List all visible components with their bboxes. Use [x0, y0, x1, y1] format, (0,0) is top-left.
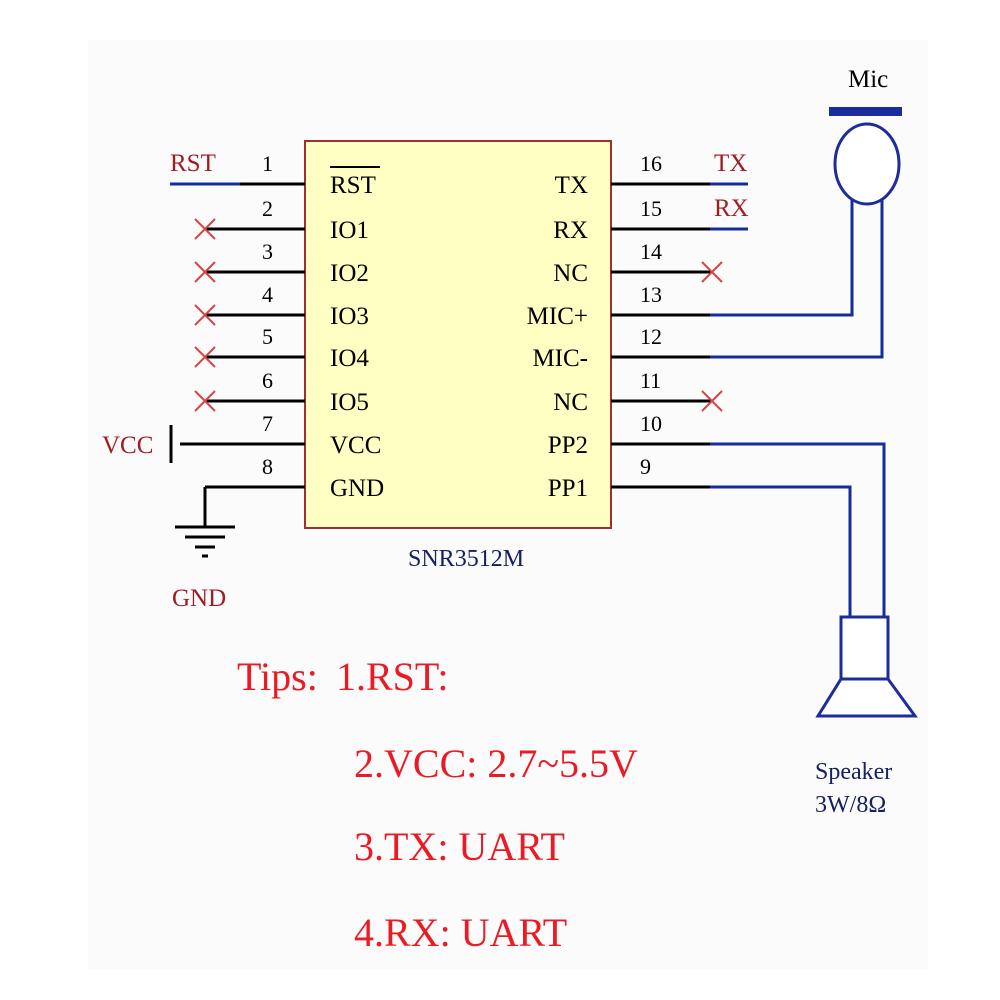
- right-pin-numbers: 16 15 14 13 12 11 10 9: [640, 151, 662, 479]
- chip-part-number: SNR3512M: [408, 546, 524, 572]
- pin-name: NC: [553, 260, 588, 287]
- tip-item: 4.RX: UART: [354, 910, 567, 955]
- pin-name: IO4: [330, 345, 369, 372]
- speaker-symbol: [815, 615, 918, 718]
- pp1-net: [710, 485, 852, 617]
- pin-number: 16: [640, 151, 662, 176]
- pin-number: 9: [640, 454, 651, 479]
- tips-section: Tips: 1.RST: 2.VCC: 2.7~5.5V 3.TX: UART …: [237, 654, 638, 955]
- left-pin-numbers: 1 2 3 4 5 6 7 8: [262, 151, 273, 479]
- speaker-rating: 3W/8Ω: [815, 792, 886, 818]
- pin-name: IO5: [330, 389, 369, 416]
- pin-number: 5: [262, 324, 273, 349]
- pin-name: RX: [553, 217, 588, 244]
- pin-name: GND: [330, 475, 384, 502]
- tip-item: 3.TX: UART: [354, 824, 565, 869]
- no-connect-io3: [194, 304, 216, 326]
- pin-name: IO1: [330, 217, 369, 244]
- pin-number: 4: [262, 282, 273, 307]
- no-connect-io4: [194, 346, 216, 368]
- no-connect-io5: [194, 390, 216, 412]
- no-connect-pin11: [701, 390, 723, 412]
- pin-number: 1: [262, 151, 273, 176]
- right-pin-wires: [611, 182, 712, 489]
- mic-top-bar: [829, 107, 902, 116]
- tip-item: 2.VCC: 2.7~5.5V: [354, 741, 638, 786]
- tips-title: Tips:: [237, 654, 318, 699]
- pin-number: 2: [262, 196, 273, 221]
- right-pin-names: TX RX NC MIC+ MIC- NC PP2 PP1: [527, 172, 588, 502]
- pin-number: 10: [640, 411, 662, 436]
- speaker-cone: [815, 677, 918, 718]
- rx-net-label: RX: [714, 195, 749, 222]
- pin-name: PP1: [548, 475, 588, 502]
- pin-number: 3: [262, 239, 273, 264]
- pin-name: IO3: [330, 303, 369, 330]
- mic-capsule: [833, 122, 901, 206]
- gnd-symbol: [175, 487, 235, 558]
- pin-name: NC: [553, 389, 588, 416]
- gnd-net-label: GND: [172, 585, 226, 612]
- pin-name: RST: [330, 172, 376, 199]
- no-connect-io2: [194, 261, 216, 283]
- pin-number: 13: [640, 282, 662, 307]
- pin-number: 7: [262, 411, 273, 436]
- pin-name: IO2: [330, 260, 369, 287]
- no-connect-pin14: [701, 261, 723, 283]
- microphone-symbol: [829, 107, 902, 206]
- pin-number: 12: [640, 324, 662, 349]
- speaker-label: Speaker: [815, 759, 892, 785]
- pin-name: MIC-: [532, 345, 588, 372]
- speaker-magnet: [839, 615, 890, 681]
- pin-number: 6: [262, 368, 273, 393]
- tx-net-label: TX: [714, 150, 747, 177]
- rst-net-label: RST: [170, 150, 216, 177]
- pin-number: 11: [640, 368, 661, 393]
- mic-label: Mic: [848, 66, 888, 93]
- no-connect-io1: [194, 218, 216, 240]
- pin-number: 15: [640, 196, 662, 221]
- left-pin-names: RST IO1 IO2 IO3 IO4 IO5 VCC GND: [330, 166, 384, 502]
- chip-body: [304, 140, 612, 529]
- pin-number: 14: [640, 239, 662, 264]
- pin-name: MIC+: [527, 303, 588, 330]
- right-no-connects: [701, 261, 723, 412]
- vcc-net-label: VCC: [102, 432, 153, 459]
- tip-item: 1.RST:: [336, 654, 448, 699]
- pp2-net: [710, 442, 886, 617]
- pin-number: 8: [262, 454, 273, 479]
- left-pin-wires: [180, 182, 305, 489]
- pin-name: TX: [555, 172, 588, 199]
- left-no-connects: [194, 218, 216, 412]
- pin-name: VCC: [330, 432, 381, 459]
- right-blue-nets: [710, 182, 886, 617]
- pin-name: PP2: [548, 432, 588, 459]
- mic-plus-net: [710, 200, 854, 317]
- mic-minus-net: [710, 200, 884, 359]
